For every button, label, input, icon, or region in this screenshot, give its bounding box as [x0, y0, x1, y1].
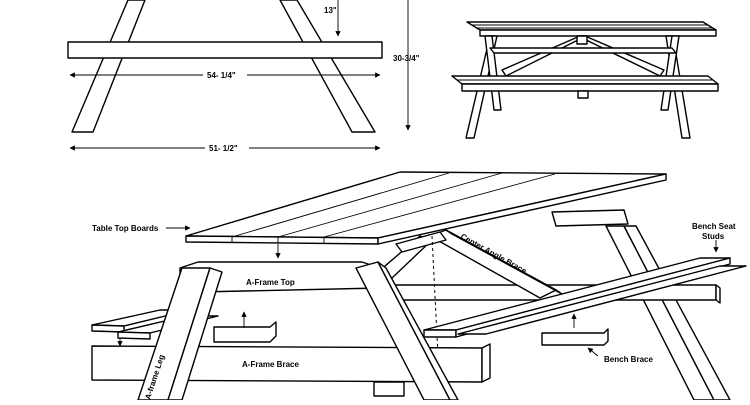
elevation-brace	[67, 41, 383, 59]
right-bench-seat	[423, 257, 747, 338]
label-bench-seat: Bench Seat	[692, 222, 736, 231]
back-a-frame-leg	[605, 225, 715, 401]
label-a-frame-top: A-Frame Top	[246, 278, 295, 287]
bench-seat-stud-left	[213, 321, 277, 343]
total-height-dimension: 30-3/4"	[393, 54, 420, 63]
exploded-view	[91, 171, 747, 401]
label-a-frame-brace: A-Frame Brace	[242, 360, 299, 369]
label-bench-brace: Bench Brace	[604, 355, 653, 364]
back-a-frame-top	[551, 209, 629, 227]
brace-length-dimension: 54- 1/4"	[207, 71, 236, 80]
leg-height-dimension: 13"	[324, 6, 337, 15]
assembled-table-top	[466, 21, 717, 31]
elevation-right-leg	[279, 0, 376, 133]
center-angle-brace	[377, 229, 563, 299]
label-studs: Studs	[702, 232, 725, 241]
bench-seat-stud-right	[541, 328, 609, 346]
elevation-left-leg	[71, 0, 146, 133]
leg-spread-dimension: 51- 1/2"	[209, 144, 238, 153]
assembled-back-bench	[489, 47, 677, 54]
label-table-top-boards: Table Top Boards	[92, 224, 159, 233]
end-elevation-view: 13" 30-3/4" 54- 1/4" 51- 1/2"	[67, 0, 420, 153]
bench-brace-leader	[587, 347, 599, 357]
assembled-table-view	[451, 21, 719, 139]
table-top-boards	[185, 171, 667, 245]
